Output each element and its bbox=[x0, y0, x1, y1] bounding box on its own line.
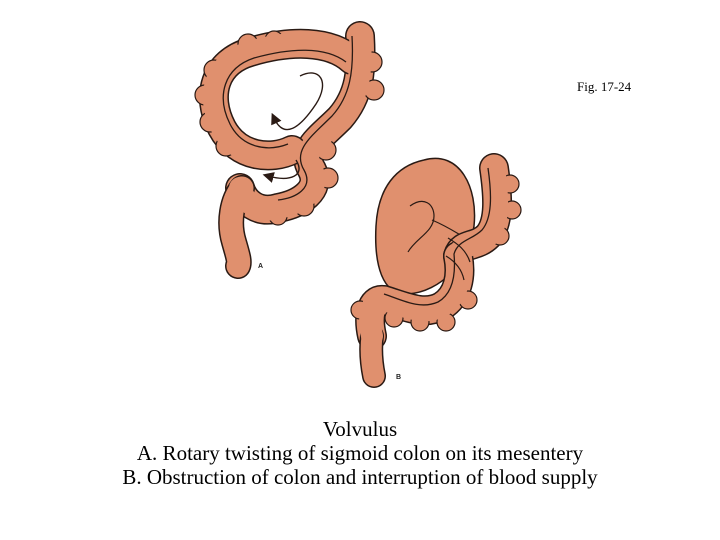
volvulus-illustration: A B bbox=[194, 21, 522, 388]
caption: Volvulus A. Rotary twisting of sigmoid c… bbox=[0, 417, 720, 489]
figure-label: Fig. 17-24 bbox=[577, 79, 632, 94]
panel-b-letter: B bbox=[396, 374, 401, 381]
panel-a-diagram: A bbox=[194, 21, 385, 279]
panel-b-diagram: B bbox=[350, 153, 522, 388]
caption-line-a: A. Rotary twisting of sigmoid colon on i… bbox=[136, 441, 584, 465]
caption-line-b: B. Obstruction of colon and interruption… bbox=[122, 465, 598, 489]
panel-a-letter: A bbox=[258, 263, 263, 270]
caption-title: Volvulus bbox=[322, 417, 398, 441]
